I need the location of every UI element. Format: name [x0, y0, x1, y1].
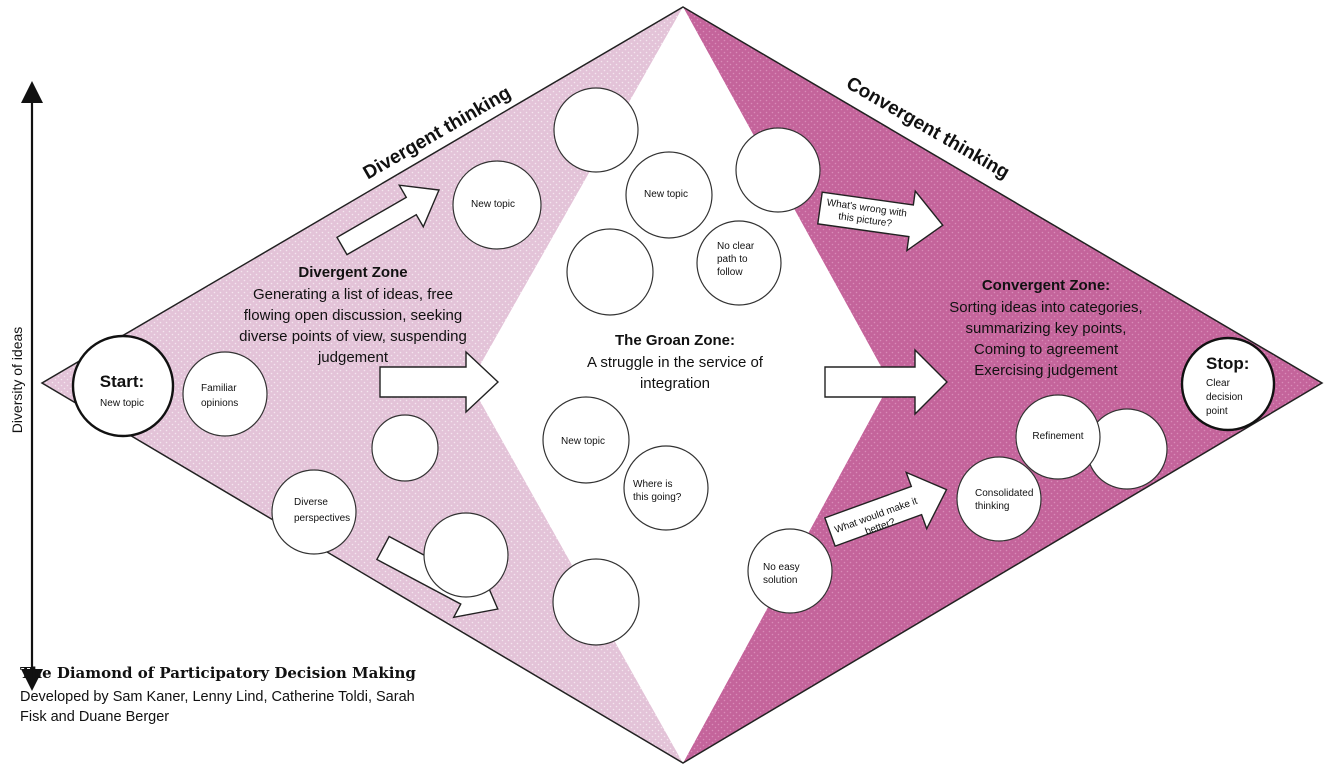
credit-line: Developed by Sam Kaner, Lenny Lind, Cath… — [20, 689, 415, 705]
svg-text:summarizing key points,: summarizing key points, — [966, 320, 1127, 337]
bubble-no-easy-solution: No easy solution — [747, 528, 833, 614]
arrow-divergent-up — [336, 184, 441, 256]
bubble-diverse-perspectives: Diverse perspectives — [271, 469, 357, 555]
bubble-no-clear-path: No clear path to follow — [696, 220, 782, 306]
credit-line: Fisk and Duane Berger — [20, 709, 170, 725]
svg-text:diverse points of view, suspen: diverse points of view, suspending — [239, 328, 467, 345]
empty-bubble — [423, 512, 509, 598]
arrow-whats-wrong — [816, 189, 944, 253]
start-bubble: Start: New topic — [71, 334, 175, 438]
svg-text:Where is: Where is — [633, 479, 672, 490]
empty-bubble — [371, 414, 439, 482]
empty-bubble — [735, 127, 821, 213]
svg-text:integration: integration — [640, 375, 710, 392]
empty-bubble — [1086, 408, 1168, 490]
svg-text:perspectives: perspectives — [294, 513, 350, 524]
arrow-divergent-mid — [379, 350, 500, 414]
bubble-where-going: Where is this going? — [623, 445, 709, 531]
empty-bubble — [553, 87, 639, 173]
svg-text:New topic: New topic — [471, 199, 515, 210]
diamond-outline — [40, 6, 1324, 764]
svg-text:Start:: Start: — [100, 372, 144, 391]
svg-text:Sorting ideas into categories,: Sorting ideas into categories, — [949, 299, 1142, 316]
bubble-new-topic-left: New topic — [452, 160, 542, 250]
svg-text:New topic: New topic — [561, 436, 605, 447]
svg-text:No easy: No easy — [763, 562, 800, 573]
diagram-footer: The Diamond of Participatory Decision Ma… — [20, 664, 490, 727]
groan-zone-text: The Groan Zone: A struggle in the servic… — [587, 332, 764, 392]
empty-bubble — [566, 228, 654, 316]
svg-text:Clear: Clear — [1206, 378, 1231, 389]
svg-text:point: point — [1206, 406, 1228, 417]
svg-text:thinking: thinking — [975, 501, 1009, 512]
bubble-consolidated-thinking: Consolidated thinking — [956, 456, 1042, 542]
empty-bubble — [552, 558, 640, 646]
svg-text:Refinement: Refinement — [1032, 431, 1083, 442]
svg-text:flowing open discussion, seeki: flowing open discussion, seeking — [244, 307, 462, 324]
svg-text:Convergent Zone:: Convergent Zone: — [982, 277, 1110, 294]
svg-text:Generating a list of ideas, fr: Generating a list of ideas, free — [253, 286, 453, 303]
arrow-convergent-mid — [824, 348, 948, 416]
svg-text:Coming to agreement: Coming to agreement — [974, 341, 1119, 358]
svg-text:New topic: New topic — [100, 398, 144, 409]
svg-text:path to: path to — [717, 254, 748, 265]
svg-text:Exercising judgement: Exercising judgement — [974, 362, 1118, 379]
divergent-zone-text: Divergent Zone Generating a list of idea… — [239, 264, 467, 366]
svg-text:A struggle in the service of: A struggle in the service of — [587, 354, 764, 371]
svg-text:follow: follow — [717, 267, 743, 278]
bubble-new-topic-top: New topic — [625, 151, 713, 239]
svg-text:decision: decision — [1206, 392, 1243, 403]
bubble-new-topic-center: New topic — [542, 396, 630, 484]
svg-text:The Groan Zone:: The Groan Zone: — [615, 332, 735, 349]
axis-label: Diversity of ideas — [9, 327, 25, 434]
svg-text:Divergent Zone: Divergent Zone — [298, 264, 407, 281]
svg-text:No clear: No clear — [717, 241, 755, 252]
bubble-refinement: Refinement — [1015, 394, 1101, 480]
svg-text:solution: solution — [763, 575, 797, 586]
arrow-what-would — [823, 471, 948, 547]
svg-text:New topic: New topic — [644, 189, 688, 200]
svg-text:judgement: judgement — [317, 349, 389, 366]
diagram-title: The Diamond of Participatory Decision Ma… — [20, 664, 416, 682]
svg-text:Familiar: Familiar — [201, 383, 237, 394]
bubble-familiar-opinions: Familiar opinions — [182, 351, 268, 437]
convergent-zone-text: Convergent Zone: Sorting ideas into cate… — [949, 277, 1142, 379]
svg-text:Diverse: Diverse — [294, 497, 328, 508]
svg-text:this going?: this going? — [633, 492, 682, 503]
svg-text:opinions: opinions — [201, 398, 238, 409]
svg-text:Stop:: Stop: — [1206, 354, 1249, 373]
stop-bubble: Stop: Clear decision point — [1180, 336, 1276, 432]
svg-text:Consolidated: Consolidated — [975, 488, 1033, 499]
